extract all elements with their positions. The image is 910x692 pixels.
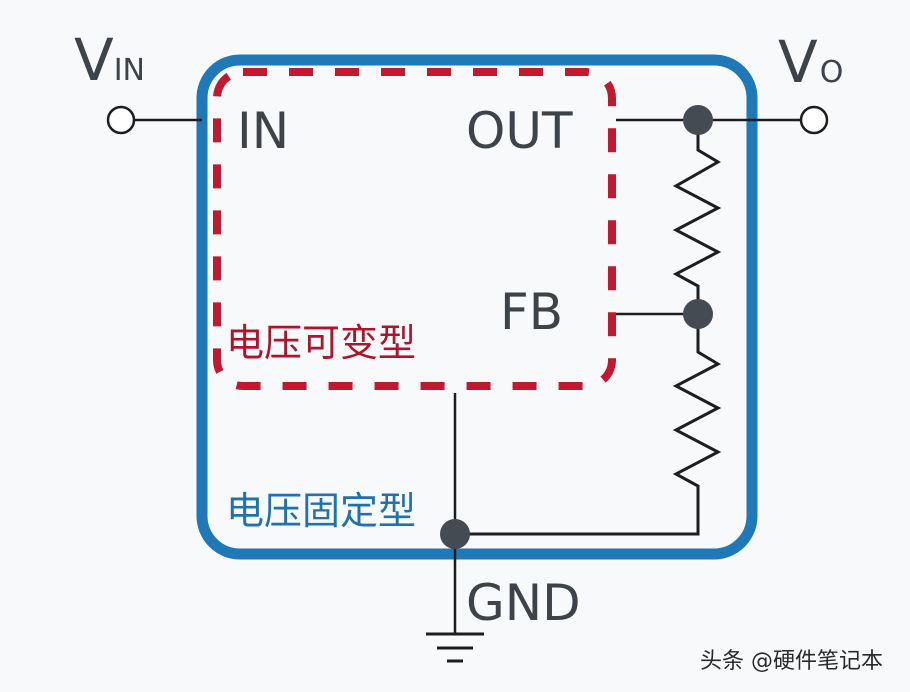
pin-label-gnd: GND — [466, 574, 581, 632]
junction-node-fb — [683, 299, 713, 329]
junction-node-out — [683, 105, 713, 135]
vin-terminal — [106, 105, 136, 135]
adjustable-region-label: 电压可变型 — [226, 321, 416, 365]
vo-terminal — [799, 105, 829, 135]
pin-label-fb: FB — [500, 283, 563, 341]
fixed-voltage-box — [196, 54, 758, 560]
ground-icon — [426, 632, 484, 663]
pin-label-in: IN — [237, 102, 289, 160]
resistor-upper — [672, 120, 722, 314]
watermark: 头条 @硬件笔记本 — [700, 649, 883, 674]
fixed-region-label: 电压固定型 — [226, 489, 416, 533]
resistor-lower — [455, 314, 722, 536]
pin-label-out: OUT — [466, 102, 573, 160]
vo-label: VO — [778, 28, 843, 96]
junction-node-gnd — [440, 519, 470, 549]
adjustable-voltage-region — [213, 68, 616, 390]
vin-label: VIN — [74, 26, 145, 94]
